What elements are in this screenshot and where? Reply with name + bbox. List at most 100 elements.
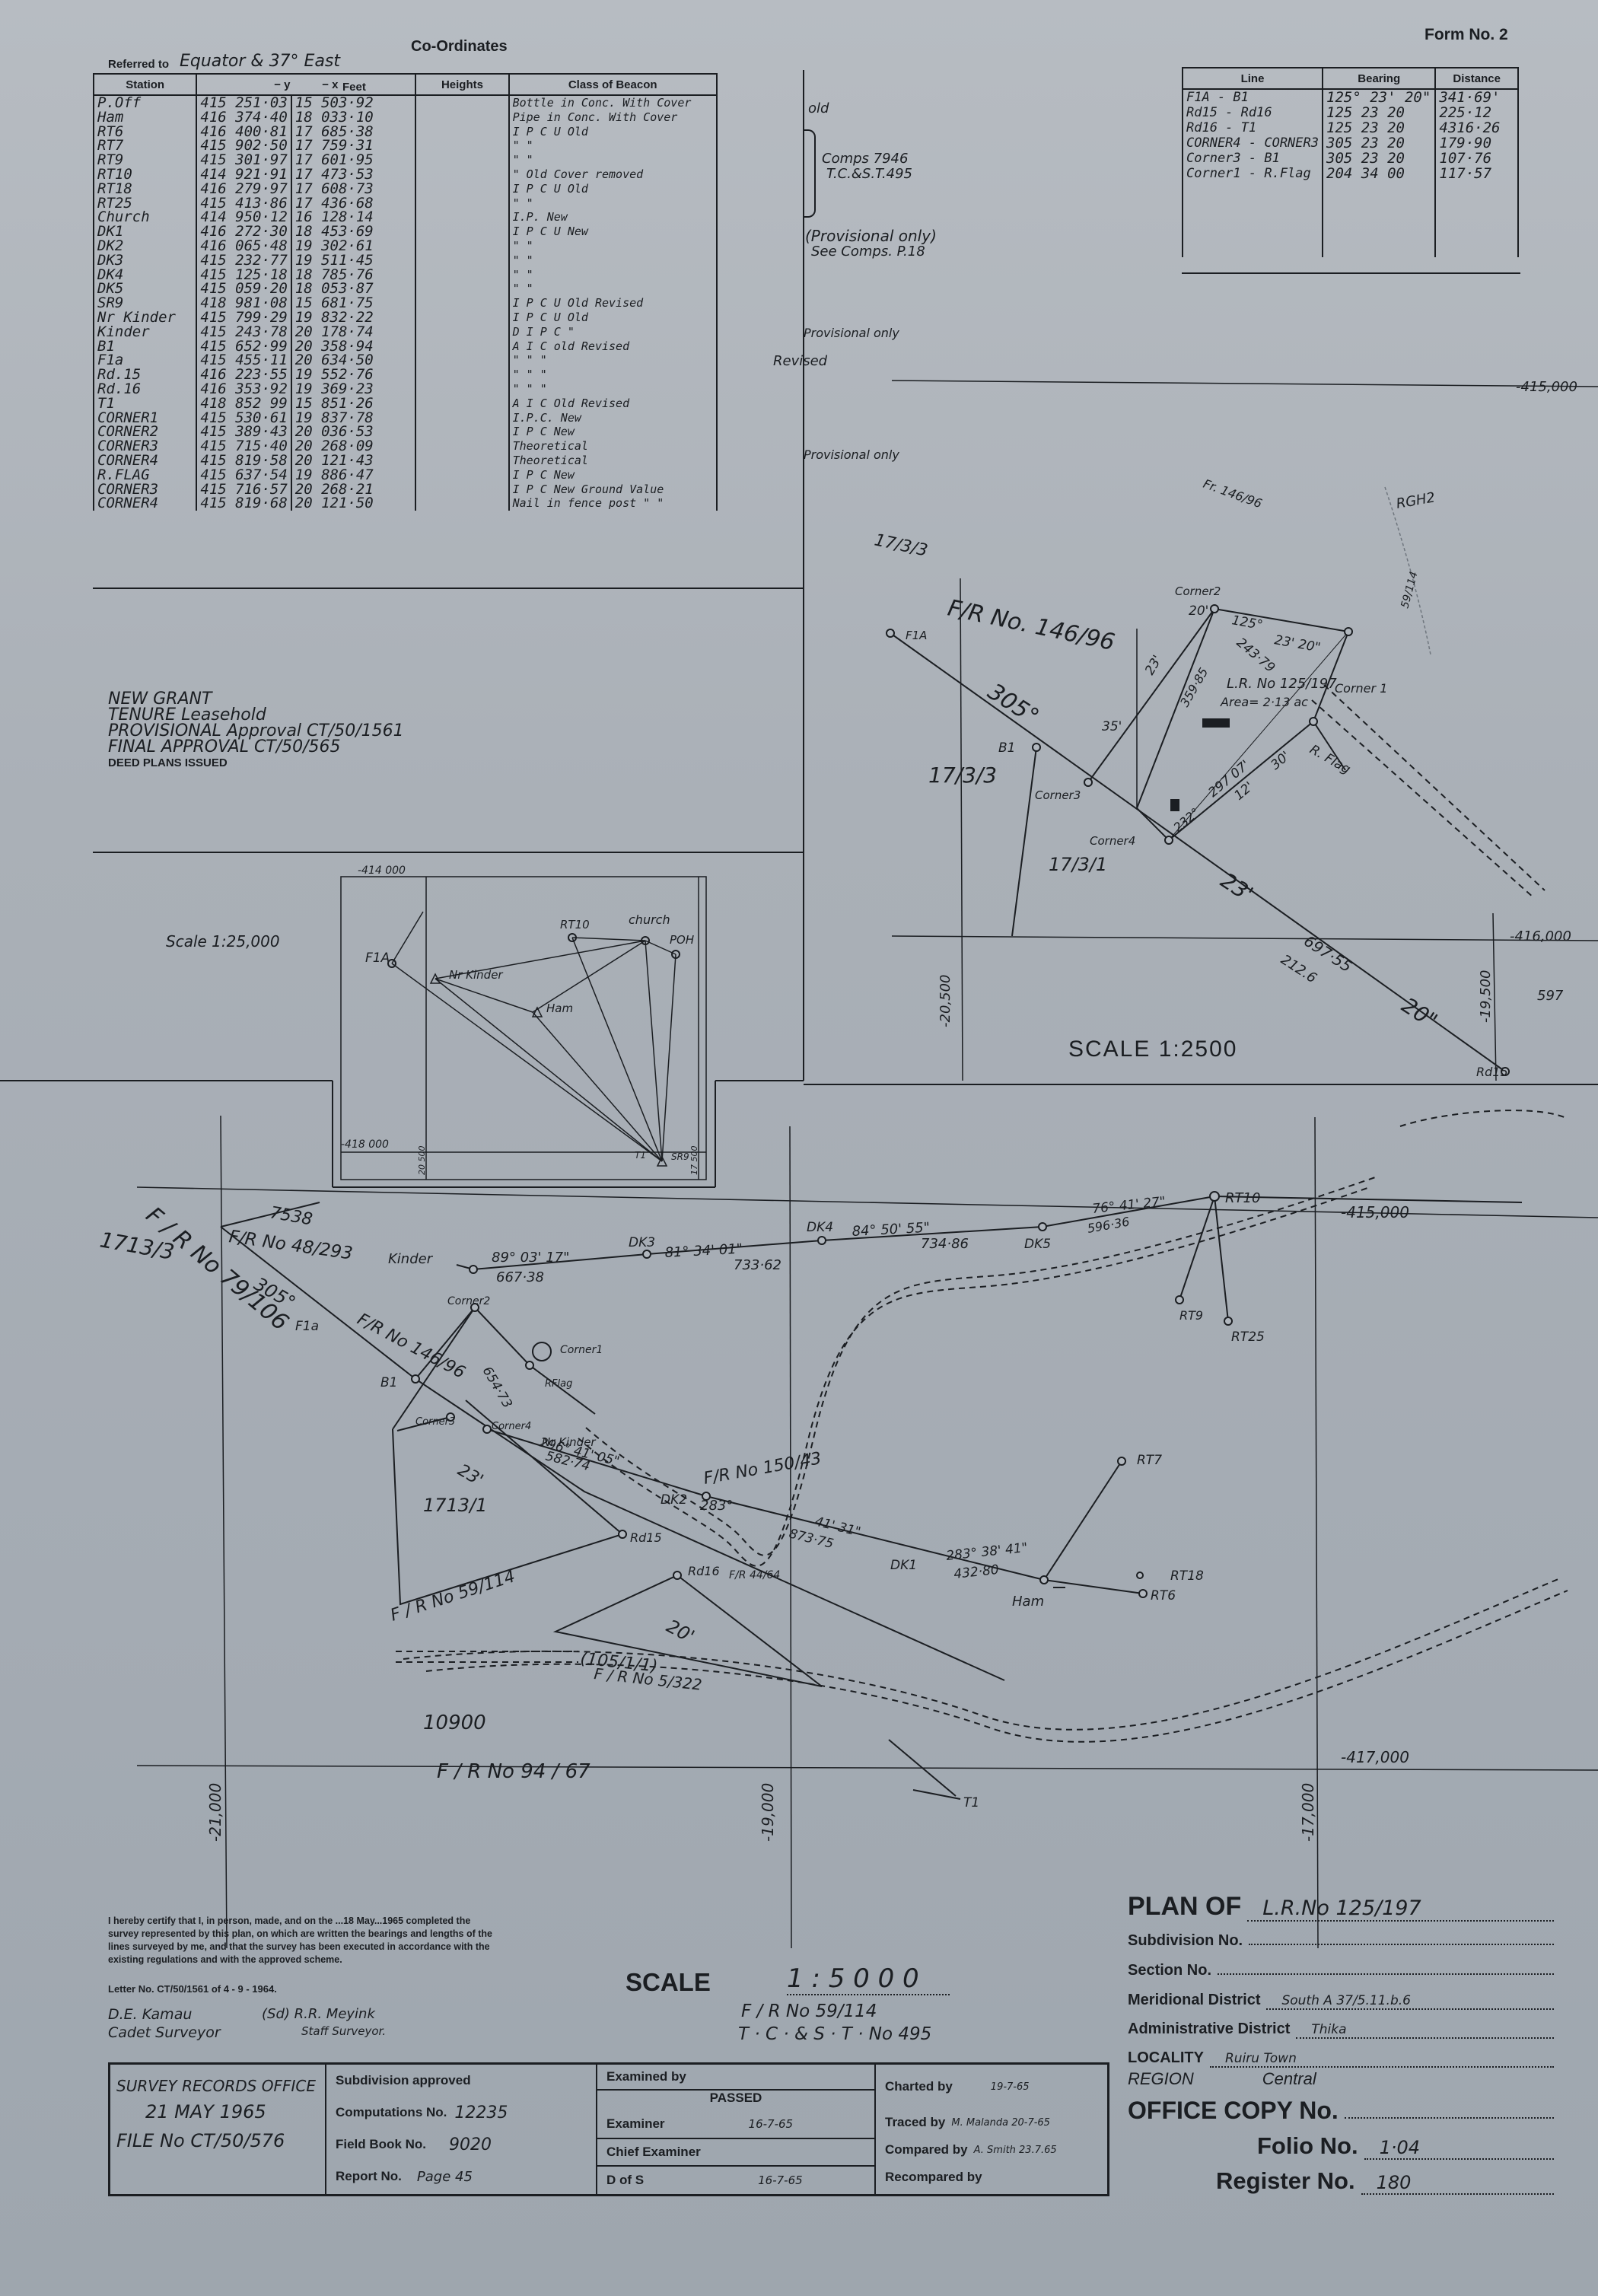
station-cell: CORNER3 xyxy=(92,482,198,497)
main-parcel-line xyxy=(392,1306,596,1430)
detail-fr: F/R No. 146/96 xyxy=(945,595,1117,657)
plan-register-value: 180 xyxy=(1361,2172,1554,2195)
detail-pencil-rgh2: RGH2 xyxy=(1395,489,1436,512)
beacon-class-cell: " " xyxy=(508,282,718,297)
plan-register-row: Register No.180 xyxy=(1128,2167,1554,2195)
inset-x-left: 20 500 xyxy=(417,1146,427,1176)
inset-line xyxy=(571,937,663,1162)
inset-label-ham: Ham xyxy=(546,1002,573,1015)
detail-grid-line xyxy=(891,380,1598,387)
height-cell xyxy=(415,467,510,482)
empty-cell xyxy=(1434,212,1519,227)
main-grid-y2: -417,000 xyxy=(1341,1748,1409,1766)
detail-pencil-fr: Fr. 146/96 xyxy=(1202,476,1264,511)
x-coordinate-cell: 18 453·69 xyxy=(290,225,417,239)
beacon-class-cell: " " " xyxy=(508,368,718,382)
main-label-corner4: Corner4 xyxy=(492,1421,531,1432)
note-cell xyxy=(715,482,802,497)
compared-label: Compared by xyxy=(885,2142,968,2157)
detail-grid-x2: -19,500 xyxy=(1478,970,1494,1023)
note-cell xyxy=(715,196,802,211)
line-cell: Corner1 - R.Flag xyxy=(1182,166,1323,181)
beacon-class-cell: I P C U Old xyxy=(508,181,718,196)
y-coordinate-cell: 415 251·03 xyxy=(196,95,292,110)
height-cell xyxy=(415,181,510,196)
note-cell xyxy=(715,496,802,511)
main-label-rt7: RT7 xyxy=(1137,1453,1162,1468)
detail-lr: L.R. No 125/197 xyxy=(1227,676,1337,692)
note-cell xyxy=(715,167,802,182)
plan-office-copy: OFFICE COPY No. xyxy=(1128,2097,1339,2124)
main-bearing-1: 89° 03' 17" xyxy=(492,1250,569,1266)
main-label-rt6: RT6 xyxy=(1151,1588,1176,1603)
inset-station-marker xyxy=(671,950,680,959)
x-coordinate-cell: 19 837·78 xyxy=(290,410,417,425)
bearing-cell: 305 23 20 xyxy=(1321,151,1437,166)
main-station-marker xyxy=(470,1303,479,1312)
note-cell xyxy=(715,225,802,239)
empty-cell xyxy=(1321,196,1437,212)
x-coordinate-cell: 20 036·53 xyxy=(290,425,417,440)
detail-road-dashed xyxy=(1311,699,1535,899)
note-cell xyxy=(715,381,802,396)
detail-boundary-line xyxy=(1313,721,1346,771)
dofs-value: 16-7-65 xyxy=(758,2173,803,2187)
main-label-t1: T1 xyxy=(963,1795,979,1810)
main-label-rt10: RT10 xyxy=(1225,1190,1260,1206)
y-coordinate-cell: 415 232·77 xyxy=(196,253,292,268)
traced-label: Traced by xyxy=(885,2115,946,2129)
beacon-class-cell: D I P C " xyxy=(508,324,718,339)
empty-cell xyxy=(1182,212,1323,227)
inset-line xyxy=(435,940,646,979)
y-coordinate-cell: 415 799·29 xyxy=(196,310,292,325)
detail-label-corner2: Corner2 xyxy=(1175,584,1221,598)
main-label-dk1: DK1 xyxy=(890,1558,917,1573)
note-comps: Comps 7946 xyxy=(822,151,909,167)
main-road-dashed xyxy=(425,1590,1568,1743)
x-coordinate-cell: 17 436·68 xyxy=(290,196,417,211)
main-road-dashed xyxy=(1399,1110,1568,1127)
detail-grid-x1: -20,500 xyxy=(937,975,953,1027)
header-heights: Heights xyxy=(415,73,510,96)
bearings-empty-row xyxy=(1182,196,1519,212)
main-boundary-line xyxy=(220,1202,320,1228)
detail-label-f1a: F1A xyxy=(906,629,927,642)
station-cell: R.FLAG xyxy=(92,467,198,482)
height-cell xyxy=(415,381,510,396)
field-book-label: Field Book No. xyxy=(336,2137,426,2151)
beacon-class-cell: I P C New xyxy=(508,467,718,482)
main-d23: 23' xyxy=(454,1461,486,1491)
detail-dim-e: 359·85 xyxy=(1177,665,1211,709)
main-road-dashed xyxy=(585,1176,1378,1556)
note-cell xyxy=(715,253,802,268)
note-cell xyxy=(715,439,802,454)
distance-cell: 4316·26 xyxy=(1434,120,1519,135)
inset-y-top: -414 000 xyxy=(358,865,406,877)
note-cell xyxy=(715,396,802,411)
beacon-class-cell: " " xyxy=(508,153,718,167)
detail-label-corner3: Corner3 xyxy=(1035,788,1081,802)
computations-row: Computations No.12235 xyxy=(326,2097,596,2129)
bearing-cell: 305 23 20 xyxy=(1321,135,1437,151)
note-cell xyxy=(715,95,802,110)
main-scale-value: 1 : 5 0 0 0 xyxy=(787,1963,950,1995)
beacon-class-cell: I P C U Old Revised xyxy=(508,296,718,310)
plan-section-dots xyxy=(1218,1973,1554,1975)
station-cell: DK2 xyxy=(92,238,198,253)
plan-section-label: Section No. xyxy=(1128,1962,1212,1979)
main-n-10900: 10900 xyxy=(423,1712,486,1734)
detail-station-marker xyxy=(886,629,895,638)
note-cell xyxy=(715,110,802,125)
note-cell xyxy=(715,339,802,354)
